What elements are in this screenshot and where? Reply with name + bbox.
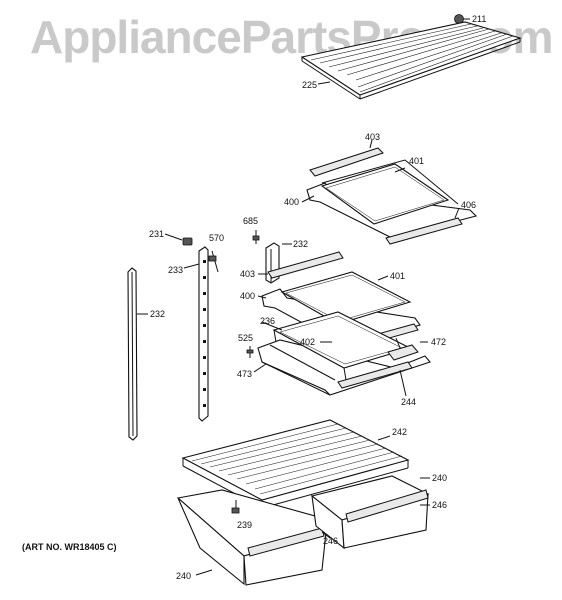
label-473: 473 bbox=[237, 369, 253, 379]
label-244: 244 bbox=[401, 397, 417, 407]
label-472: 472 bbox=[431, 337, 447, 347]
part-240-crisper-drawer-right bbox=[310, 475, 430, 550]
label-406: 406 bbox=[461, 200, 477, 210]
part-240-crisper-drawer-left bbox=[176, 489, 327, 586]
part-232-shelf-rail-right bbox=[265, 242, 292, 284]
label-570: 570 bbox=[209, 233, 225, 243]
label-239: 239 bbox=[237, 520, 253, 530]
label-401-middle: 401 bbox=[390, 271, 406, 281]
label-401-upper: 401 bbox=[409, 156, 425, 166]
art-number: (ART NO. WR18405 C) bbox=[22, 542, 117, 552]
part-211-screw bbox=[454, 14, 470, 24]
upper-shelf-assembly bbox=[301, 139, 478, 245]
label-225: 225 bbox=[302, 80, 318, 90]
label-236: 236 bbox=[260, 316, 276, 326]
label-232-left: 232 bbox=[150, 309, 166, 319]
part-570-screw bbox=[208, 250, 219, 273]
part-231-clip bbox=[164, 233, 193, 246]
label-403-middle: 403 bbox=[240, 269, 256, 279]
label-233: 233 bbox=[168, 265, 184, 275]
part-242-crisper-cover bbox=[181, 419, 410, 509]
part-685-screw bbox=[252, 230, 260, 244]
label-240-right: 240 bbox=[432, 473, 448, 483]
label-211: 211 bbox=[472, 14, 487, 24]
label-400-upper: 400 bbox=[284, 197, 300, 207]
label-232-right: 232 bbox=[293, 239, 309, 249]
label-402: 402 bbox=[300, 337, 316, 347]
label-685: 685 bbox=[243, 216, 259, 226]
part-233-ladder-rail bbox=[183, 246, 209, 422]
label-246-left: 246 bbox=[323, 536, 339, 546]
label-400-middle: 400 bbox=[240, 291, 256, 301]
label-242: 242 bbox=[392, 427, 408, 437]
part-232-shelf-rail-left bbox=[127, 267, 148, 441]
label-231: 231 bbox=[149, 229, 165, 239]
pan-drawer-assembly bbox=[246, 311, 431, 397]
label-525: 525 bbox=[238, 333, 254, 343]
label-240-left: 240 bbox=[176, 571, 192, 581]
label-403-upper: 403 bbox=[365, 132, 381, 142]
part-225-wire-shelf bbox=[300, 21, 522, 100]
label-246-right: 246 bbox=[432, 500, 448, 510]
